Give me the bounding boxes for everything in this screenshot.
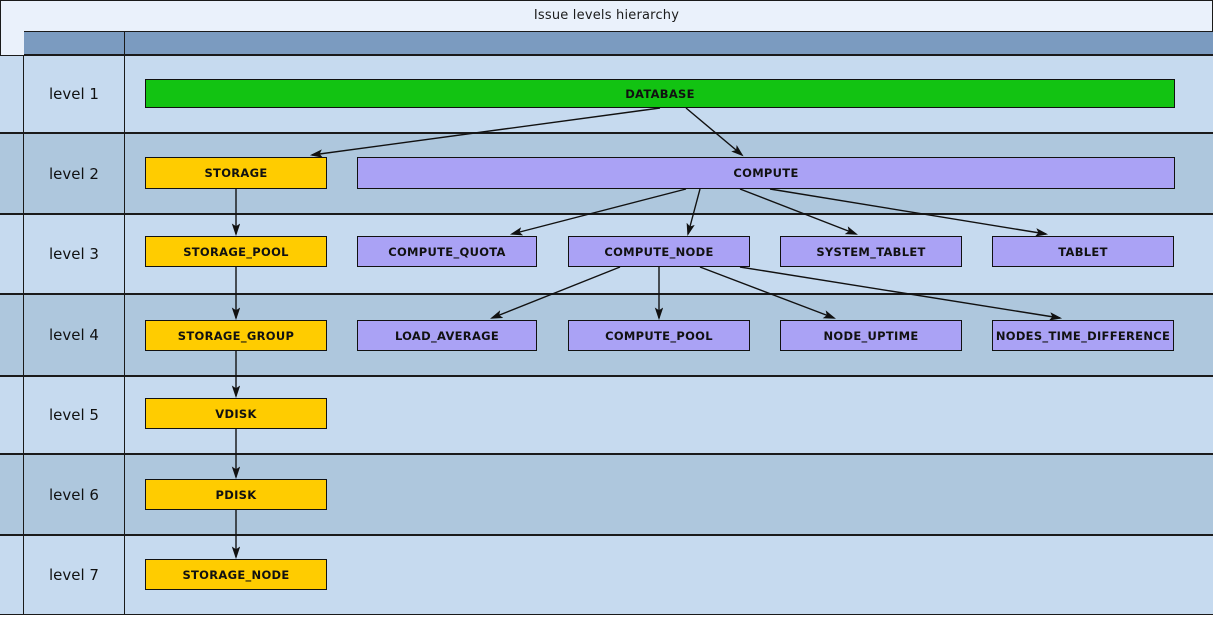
level-label-1: level 1 — [24, 56, 125, 132]
row-gutter — [0, 536, 24, 614]
node-storage_pool[interactable]: STORAGE_POOL — [145, 236, 327, 267]
node-database[interactable]: DATABASE — [145, 79, 1175, 108]
row-gutter — [0, 215, 24, 293]
row-gutter — [0, 377, 24, 453]
node-storage_group[interactable]: STORAGE_GROUP — [145, 320, 327, 351]
node-compute_pool[interactable]: COMPUTE_POOL — [568, 320, 750, 351]
header-band — [24, 31, 1213, 55]
level-label-7: level 7 — [24, 536, 125, 614]
header-cell-level-column — [24, 32, 125, 54]
node-compute_quota[interactable]: COMPUTE_QUOTA — [357, 236, 537, 267]
level-label-4: level 4 — [24, 295, 125, 375]
node-nodes_time_difference[interactable]: NODES_TIME_DIFFERENCE — [992, 320, 1174, 351]
node-system_tablet[interactable]: SYSTEM_TABLET — [780, 236, 962, 267]
level-label-6: level 6 — [24, 455, 125, 534]
node-vdisk[interactable]: VDISK — [145, 398, 327, 429]
level-label-5: level 5 — [24, 377, 125, 453]
node-pdisk[interactable]: PDISK — [145, 479, 327, 510]
node-load_average[interactable]: LOAD_AVERAGE — [357, 320, 537, 351]
header-cell-content-column — [125, 32, 1213, 54]
row-gutter — [0, 455, 24, 534]
node-tablet[interactable]: TABLET — [992, 236, 1174, 267]
node-compute[interactable]: COMPUTE — [357, 157, 1175, 189]
level-label-2: level 2 — [24, 134, 125, 213]
node-storage[interactable]: STORAGE — [145, 157, 327, 189]
diagram-title: Issue levels hierarchy — [533, 8, 680, 23]
node-node_uptime[interactable]: NODE_UPTIME — [780, 320, 962, 351]
level-label-3: level 3 — [24, 215, 125, 293]
node-storage_node[interactable]: STORAGE_NODE — [145, 559, 327, 590]
node-compute_node[interactable]: COMPUTE_NODE — [568, 236, 750, 267]
row-gutter — [0, 295, 24, 375]
row-gutter — [0, 134, 24, 213]
row-gutter — [0, 56, 24, 132]
